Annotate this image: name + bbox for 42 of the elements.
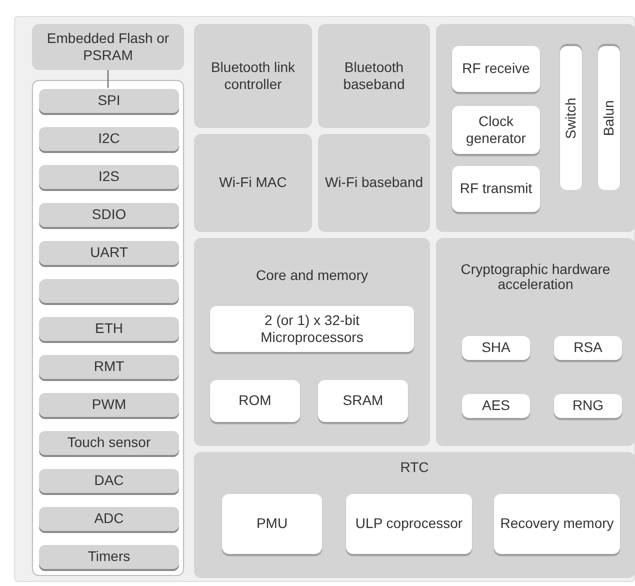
function-block: RSA: [554, 336, 622, 360]
function-block: Touch sensor: [39, 431, 179, 455]
function-block: PMU: [222, 494, 322, 554]
function-block: Wi-Fi MAC: [194, 134, 312, 232]
function-block: SPI: [39, 89, 179, 113]
function-block: UART: [39, 241, 179, 265]
block-panel: [194, 452, 635, 578]
function-block: RMT: [39, 355, 179, 379]
function-block: SRAM: [318, 380, 408, 422]
function-block: ROM: [210, 380, 300, 422]
function-block: PWM: [39, 393, 179, 417]
function-block: AES: [462, 394, 530, 418]
function-block: SDIO: [39, 203, 179, 227]
function-block: I2C: [39, 127, 179, 151]
function-block: SHA: [462, 336, 530, 360]
function-block: RNG: [554, 394, 622, 418]
function-block: Clock generator: [452, 106, 540, 154]
function-block: [39, 279, 179, 303]
block-panel: [194, 238, 430, 446]
function-block: ULP coprocessor: [346, 494, 472, 554]
connector-line: [107, 70, 109, 88]
function-block: RF transmit: [452, 166, 540, 212]
function-block: Wi-Fi baseband: [318, 134, 430, 232]
panel-title: RTC: [399, 460, 430, 476]
function-block: Timers: [39, 545, 179, 569]
peripheral-panel: [32, 80, 184, 576]
function-block: ADC: [39, 507, 179, 531]
panel-title: Cryptographic hardware acceleration: [460, 262, 612, 293]
function-block: 2 (or 1) x 32-bit Microprocessors: [210, 306, 414, 352]
panel-title: Core and memory: [254, 268, 370, 284]
function-block: Balun: [598, 46, 620, 190]
function-block: I2S: [39, 165, 179, 189]
block-panel: [436, 24, 635, 232]
function-block: Embedded Flash or PSRAM: [32, 24, 184, 70]
function-block: ETH: [39, 317, 179, 341]
function-block: Recovery memory: [494, 494, 620, 554]
function-block: Bluetooth link controller: [194, 24, 312, 128]
function-block: DAC: [39, 469, 179, 493]
function-block: Bluetooth baseband: [318, 24, 430, 128]
block-panel: [436, 238, 635, 446]
function-block: RF receive: [452, 46, 540, 92]
function-block: Switch: [560, 46, 582, 190]
